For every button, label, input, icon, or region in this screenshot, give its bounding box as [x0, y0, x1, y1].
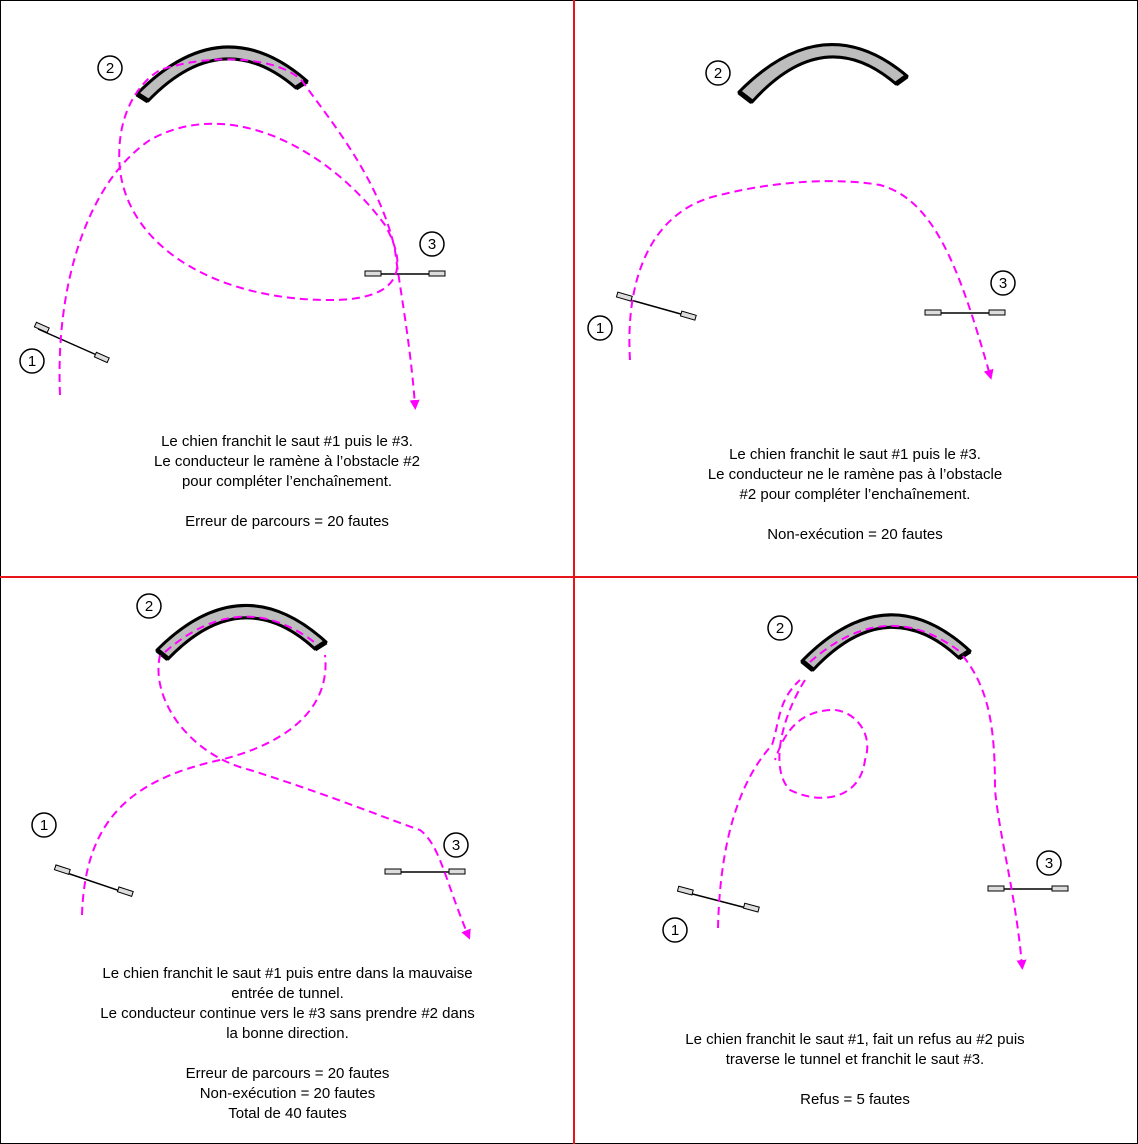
obstacle-number-label: 1 [596, 320, 604, 337]
tunnel-opening [737, 90, 754, 104]
obstacle-number-label: 2 [714, 65, 722, 82]
panel-4-diagram: 1 2 3 [662, 613, 1069, 965]
obstacle-number-3: 3 [419, 231, 445, 257]
caption-line: Le chien franchit le saut #1 puis entre … [102, 965, 473, 982]
obstacle-number-3: 3 [1036, 850, 1062, 876]
obstacle-number-1: 1 [19, 348, 45, 374]
caption-line: #2 pour compléter l’enchaînement. [739, 486, 971, 503]
penalty-line: Erreur de parcours = 20 fautes [185, 1065, 390, 1082]
panel-3-diagram: 1 2 3 [31, 593, 469, 935]
obstacle-number-label: 2 [776, 620, 784, 637]
obstacle-number-1: 1 [587, 315, 613, 341]
obstacle-number-label: 3 [452, 837, 460, 854]
caption-line: entrée de tunnel. [231, 985, 344, 1002]
jump-obstacle-1 [53, 864, 134, 897]
obstacle-number-label: 3 [999, 275, 1007, 292]
caption-line: la bonne direction. [226, 1025, 349, 1042]
caption-line: Le conducteur le ramène à l’obstacle #2 [153, 453, 420, 470]
jump-obstacle-3 [924, 309, 1006, 316]
penalty-line: Non-exécution = 20 fautes [199, 1085, 376, 1102]
tunnel-opening [313, 639, 328, 652]
caption-line: Le conducteur continue vers le #3 sans p… [100, 1005, 475, 1022]
caption-line: pour compléter l’enchaînement. [181, 473, 393, 490]
obstacle-number-label: 2 [106, 60, 114, 77]
obstacle-number-2: 2 [136, 593, 162, 619]
tunnel-opening [894, 73, 909, 87]
penalty-line: Refus = 5 fautes [800, 1091, 910, 1108]
panel-3-caption: Le chien franchit le saut #1 puis entre … [10, 964, 565, 1124]
obstacle-number-label: 3 [1045, 855, 1053, 872]
caption-line: Le chien franchit le saut #1, fait un re… [685, 1031, 1025, 1048]
dog-path [58, 58, 420, 410]
caption-line: Le chien franchit le saut #1 puis le #3. [161, 433, 413, 450]
dog-path-in-tunnel [809, 625, 964, 663]
tunnel-opening [155, 648, 170, 661]
panel-4-caption: Le chien franchit le saut #1, fait un re… [600, 1030, 1110, 1110]
obstacle-number-label: 1 [671, 922, 679, 939]
obstacle-number-label: 2 [145, 598, 153, 615]
caption-line: traverse le tunnel et franchit le saut #… [725, 1051, 985, 1068]
penalty-line: Total de 40 fautes [228, 1105, 347, 1122]
tunnel-obstacle-2 [737, 43, 909, 104]
penalty-line: Erreur de parcours = 20 fautes [185, 513, 389, 530]
tunnel-obstacle-2 [135, 45, 309, 103]
obstacle-number-1: 1 [662, 917, 688, 943]
dog-path [81, 654, 468, 935]
dog-path-in-tunnel [164, 615, 319, 653]
jump-obstacle-1 [615, 291, 697, 321]
obstacle-number-label: 1 [28, 353, 36, 370]
dog-path [717, 655, 1022, 965]
jump-obstacle-3 [987, 885, 1069, 892]
obstacle-number-2: 2 [97, 55, 123, 81]
obstacle-number-3: 3 [443, 832, 469, 858]
jump-obstacle-1 [33, 321, 110, 364]
jump-obstacle-3 [384, 868, 466, 875]
tunnel-opening [135, 91, 150, 104]
obstacle-number-1: 1 [31, 812, 57, 838]
dog-path [628, 180, 994, 380]
caption-line: Le conducteur ne le ramène pas à l’obsta… [707, 466, 1003, 483]
panel-1-diagram: 1 2 3 [19, 45, 446, 410]
jump-obstacle-3 [364, 270, 446, 277]
panel-2-caption: Le chien franchit le saut #1 puis le #3.… [600, 445, 1110, 545]
penalty-line: Non-exécution = 20 fautes [767, 526, 943, 543]
obstacle-number-3: 3 [990, 270, 1016, 296]
obstacle-number-label: 3 [428, 236, 436, 253]
obstacle-number-2: 2 [767, 615, 793, 641]
obstacle-number-label: 1 [40, 817, 48, 834]
tunnel-opening [957, 648, 972, 661]
panel-1-caption: Le chien franchit le saut #1 puis le #3.… [40, 432, 534, 532]
obstacle-number-2: 2 [705, 60, 731, 86]
tunnel-opening [294, 78, 309, 91]
caption-line: Le chien franchit le saut #1 puis le #3. [729, 446, 981, 463]
panel-2-diagram: 1 2 3 [587, 43, 1016, 380]
tunnel-opening [800, 659, 815, 672]
